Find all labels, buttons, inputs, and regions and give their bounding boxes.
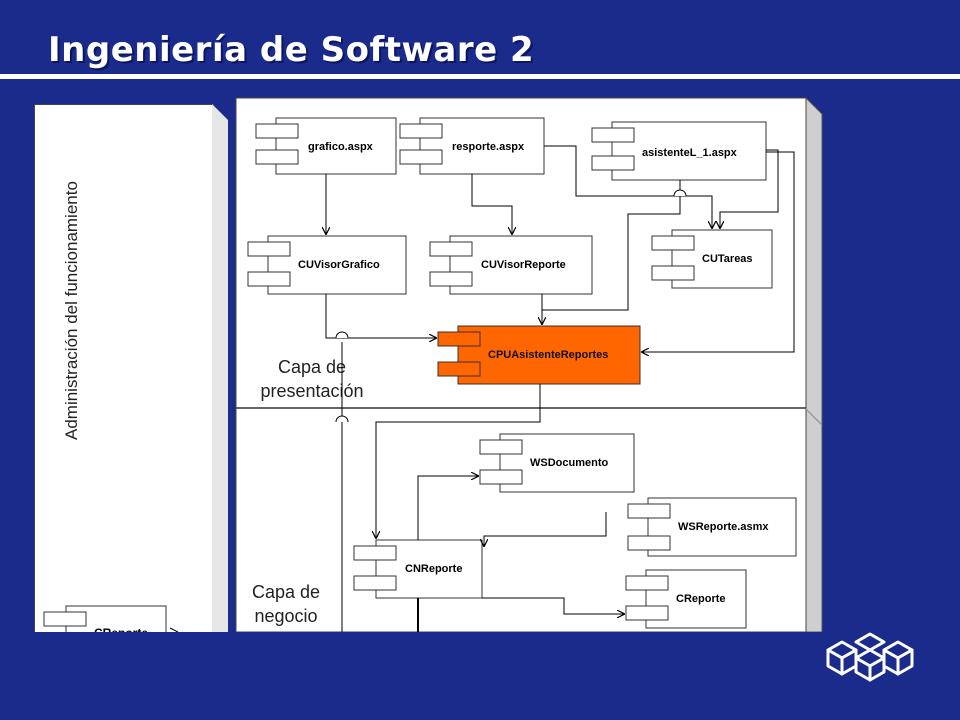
business-layer-label-2: negocio [254,606,317,626]
presentation-layer-label-2: presentación [260,381,363,401]
component-wsdocumento: WSDocumento [479,433,635,493]
svg-text:CUTareas: CUTareas [702,253,753,265]
component-cpuasistentereportes: CPUAsistenteReportes [437,325,641,385]
component-grafico-aspx: grafico.aspx [255,117,397,175]
admin-node-depth [212,104,228,632]
title-divider [0,74,960,79]
svg-text:grafico.aspx: grafico.aspx [308,141,374,153]
component-cutareas: CUTareas [651,229,773,289]
component-cnreporte: CNReporte [353,539,483,599]
component-resporte-aspx: resporte.aspx [399,117,545,175]
component-asistentel-1-aspx: asistenteL_1.aspx [591,121,767,181]
business-layer-label-1: Capa de [252,582,320,602]
svg-text:CUVisorReporte: CUVisorReporte [481,259,566,271]
footer-band [0,632,960,720]
line-hops [335,189,687,423]
component-wsreporte-asmx: WSReporte.asmx [627,497,797,557]
page-title: Ingeniería de Software 2 [48,30,535,70]
svg-text:CUVisorGrafico: CUVisorGrafico [298,259,380,271]
svg-text:resporte.aspx: resporte.aspx [452,141,525,153]
component-cuvisorreporte: CUVisorReporte [429,235,593,295]
component-cuvisorgrafico: CUVisorGrafico [247,235,407,295]
svg-text:WSReporte.asmx: WSReporte.asmx [678,521,769,533]
cube-logo-icon [826,632,914,682]
admin-node [34,104,214,634]
svg-text:CNReporte: CNReporte [405,563,462,575]
component-creporte: CReporte [625,569,747,629]
svg-text:asistenteL_1.aspx: asistenteL_1.aspx [642,147,738,159]
svg-text:CReporte: CReporte [676,593,726,605]
dependency-connectors [326,145,795,632]
svg-text:CPUAsistenteReportes: CPUAsistenteReportes [488,349,608,361]
svg-text:WSDocumento: WSDocumento [530,457,609,469]
presentation-layer-label-1: Capa de [278,357,346,377]
